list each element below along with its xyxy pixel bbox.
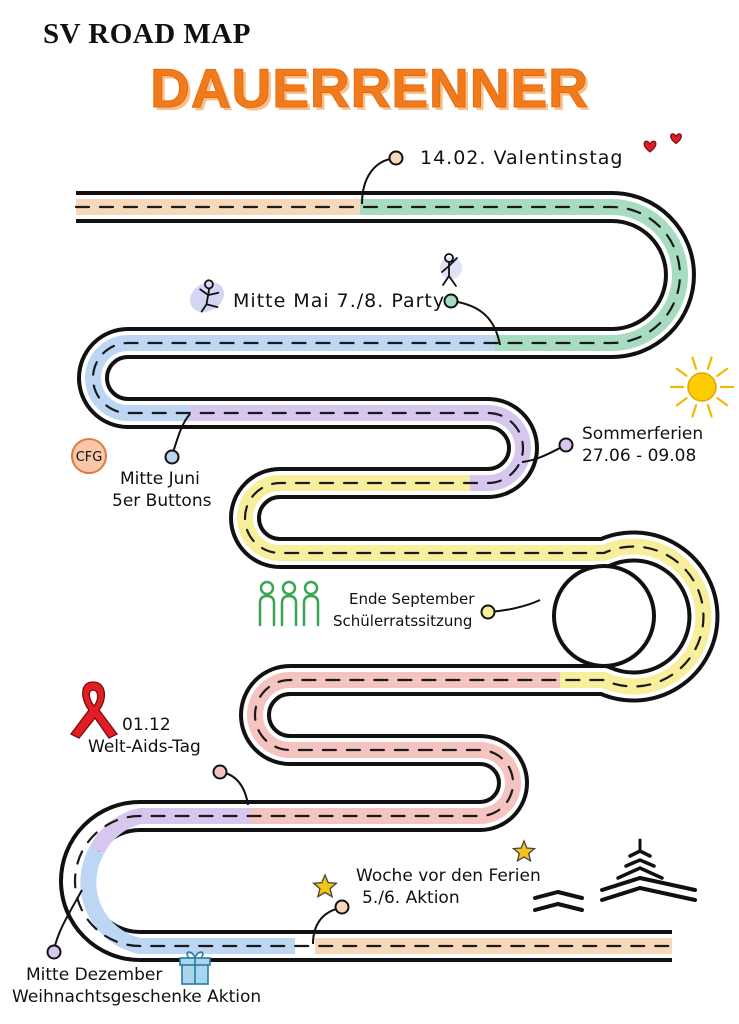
star-icon — [511, 839, 537, 863]
dancing-figure-icon — [440, 253, 462, 287]
road-outline — [59, 191, 720, 962]
road-segment-mint — [360, 199, 688, 351]
event-label-buttons: Mitte Juni 5er Buttons — [112, 468, 211, 512]
event-sommerferien-line-2: 27.06 - 09.08 — [582, 446, 697, 466]
cfg-badge-text: CFG — [76, 450, 103, 465]
marker-welt-aids-tag-dot — [212, 764, 228, 780]
event-label-valentinstag: 14.02. Valentinstag — [420, 147, 623, 169]
event-buttons-line-2: 5er Buttons — [112, 491, 212, 511]
road-dashes — [73, 205, 705, 948]
marker-weihnachten-dot — [46, 944, 62, 960]
gift-icon — [179, 951, 211, 985]
milestone-connectors — [46, 150, 574, 960]
finish-skyline-icon — [533, 838, 697, 912]
road-segment-lightblue — [80, 846, 295, 954]
event-welt-aids-tag-line-1: 01.12 — [122, 715, 171, 735]
marker-schuelerrat-dot — [480, 604, 496, 620]
event-valentinstag-line-1: 14.02. Valentinstag — [420, 147, 624, 169]
event-label-welt-aids-tag: 01.12 Welt-Aids-Tag — [88, 714, 201, 758]
marker-aktion-dot — [334, 899, 350, 915]
marker-buttons-dot — [164, 449, 180, 465]
event-label-party: Mitte Mai 7./8. Party — [233, 290, 445, 312]
heart-icon — [670, 133, 682, 145]
sun-icon — [669, 356, 735, 418]
event-aktion-line-1: Woche vor den Ferien — [356, 866, 541, 886]
cfg-badge-icon: CFG — [71, 438, 107, 474]
marker-sommerferien-dot — [558, 437, 574, 453]
event-schuelerrat-line-2: Schülerratssitzung — [333, 612, 473, 630]
event-weihnachten-line-2: Weihnachtsgeschenke Aktion — [12, 987, 262, 1007]
people-group-icon — [258, 580, 320, 627]
event-party-line-1: Mitte Mai 7./8. Party — [233, 290, 446, 312]
marker-schuelerrat-line — [487, 599, 541, 613]
marker-weihnachten-line — [53, 889, 83, 951]
event-label-weihnachten: Mitte Dezember Weihnachtsgeschenke Aktio… — [12, 964, 261, 1008]
event-label-schuelerrat: Ende September Schülerratssitzung — [333, 588, 474, 632]
marker-valentinstag-dot — [388, 150, 404, 166]
event-sommerferien-line-1: Sommerferien — [582, 424, 704, 444]
dancing-figure-icon — [189, 279, 225, 313]
milestone-icons: CFG — [70, 133, 735, 985]
event-label-aktion: Woche vor den Ferien 5./6. Aktion — [356, 865, 541, 909]
marker-party-dot — [443, 293, 459, 309]
star-icon — [311, 873, 339, 899]
red-ribbon-icon — [70, 681, 118, 739]
event-welt-aids-tag-line-2: Welt-Aids-Tag — [88, 737, 201, 757]
marker-party-line — [451, 300, 501, 346]
event-schuelerrat-line-1: Ende September — [349, 590, 475, 608]
event-weihnachten-line-1: Mitte Dezember — [26, 965, 163, 985]
road-center-line — [73, 205, 705, 948]
road-segment-purple — [89, 808, 250, 854]
page-title: DAUERRENNER — [150, 57, 589, 120]
ring-island — [552, 564, 656, 668]
event-buttons-line-1: Mitte Juni — [120, 469, 200, 489]
page-heading: SV ROAD MAP — [43, 18, 251, 50]
event-label-sommerferien: Sommerferien 27.06 - 09.08 — [582, 423, 703, 467]
heart-icon — [643, 140, 657, 153]
event-aktion-line-2: 5./6. Aktion — [362, 888, 460, 908]
